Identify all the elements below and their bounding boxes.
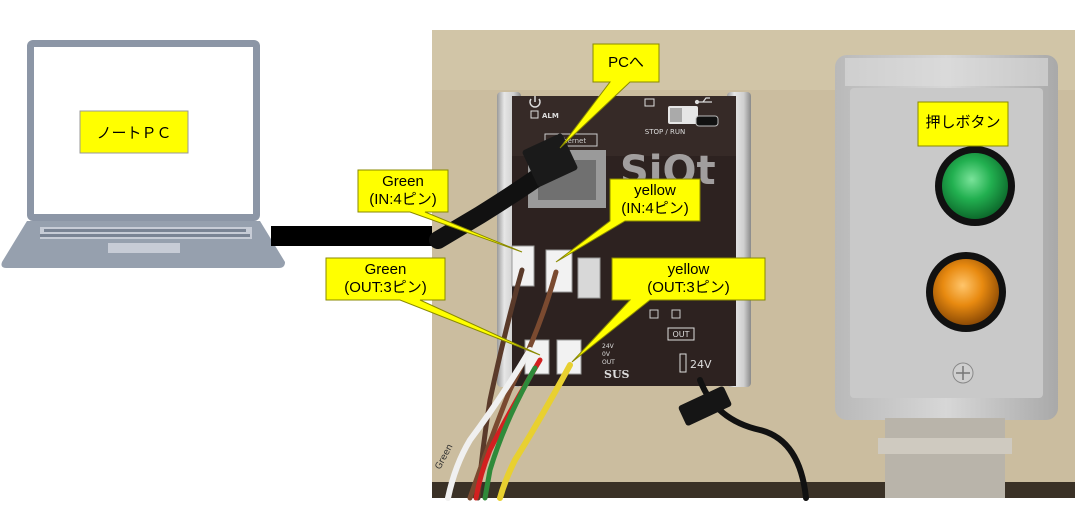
ethernet-plug <box>522 133 578 187</box>
wire-green <box>482 365 538 501</box>
callout-in-green-line2: (IN:4ピン) <box>369 191 437 208</box>
green-button[interactable] <box>942 153 1008 219</box>
callout-button-text: 押しボタン <box>925 114 1001 131</box>
callout-pc: PCへ <box>593 54 659 72</box>
maker-label: SUS <box>604 368 630 381</box>
callout-in-green-line1: Green <box>382 173 424 190</box>
laptop-keys <box>40 229 250 237</box>
alm-label: ALM <box>542 112 559 120</box>
laptop-label-box <box>79 110 189 154</box>
usb-icon <box>694 97 712 105</box>
callout-pc-text: PCへ <box>608 54 644 71</box>
in-connector-green <box>511 245 535 287</box>
power-symbol <box>679 353 687 373</box>
callout-out-green: Green (OUT:3ピン) <box>326 261 445 297</box>
out-led-1 <box>649 309 659 319</box>
laptop-keyboard <box>40 227 252 239</box>
orange-button[interactable] <box>933 259 999 325</box>
power-icon <box>529 96 541 108</box>
callout-out-yellow: yellow (OUT:3ピン) <box>612 261 765 297</box>
terminal-block <box>577 257 601 299</box>
power-plug <box>678 386 732 426</box>
callout-in-yellow-line2: (IN:4ピン) <box>621 200 689 217</box>
siot-device: ALM Ethernet STOP / RUN SiOt <box>497 92 751 387</box>
callout-pc-shape <box>559 43 660 149</box>
callout-out-green-shape <box>325 257 541 356</box>
out-label-box <box>667 327 695 341</box>
device-cables <box>429 133 809 501</box>
callout-out-green-line1: Green <box>364 261 407 278</box>
callout-out-green-line2: (OUT:3ピン) <box>344 279 427 296</box>
callout-button: 押しボタン <box>918 114 1008 132</box>
power-label: 24V <box>690 358 712 371</box>
wire-white <box>445 347 533 501</box>
laptop-label: ノートＰＣ <box>96 124 171 142</box>
button-box-gland-ring <box>878 438 1012 454</box>
button-box-top <box>845 58 1048 86</box>
stop-run-label: STOP / RUN <box>645 128 685 136</box>
alm-led <box>530 110 539 119</box>
out-label: OUT <box>672 330 689 339</box>
laptop-illustration: ノートＰＣ <box>1 40 285 268</box>
pin-out-label: OUT <box>602 359 615 366</box>
out-led-2 <box>671 309 681 319</box>
wire-yellow <box>497 362 573 501</box>
callout-button-shape <box>917 101 1009 147</box>
callout-out-yellow-line2: (OUT:3ピン) <box>647 279 730 296</box>
pin-24v-label: 24V <box>602 343 615 350</box>
callout-in-yellow-line1: yellow <box>634 182 676 199</box>
callout-in-yellow: yellow (IN:4ピン) <box>610 182 700 218</box>
callouts <box>325 43 1009 363</box>
callout-out-yellow-shape <box>571 257 766 363</box>
display-icon <box>644 98 655 107</box>
stop-run-switch-knob <box>670 108 682 122</box>
wire-brown-2 <box>467 269 559 501</box>
callout-in-green: Green (IN:4ピン) <box>358 173 448 209</box>
ethernet-label: Ethernet <box>556 137 586 145</box>
button-box-gland <box>885 418 1005 498</box>
callout-in-green-shape <box>357 169 523 253</box>
callout-in-yellow-shape <box>555 178 701 263</box>
micro-usb-port <box>695 115 719 127</box>
laptop-touchpad <box>108 243 180 253</box>
connection-cable <box>271 226 436 246</box>
screw-slot <box>956 366 970 380</box>
pin-0v-label: 0V <box>602 351 611 358</box>
callout-out-yellow-line1: yellow <box>667 261 710 278</box>
